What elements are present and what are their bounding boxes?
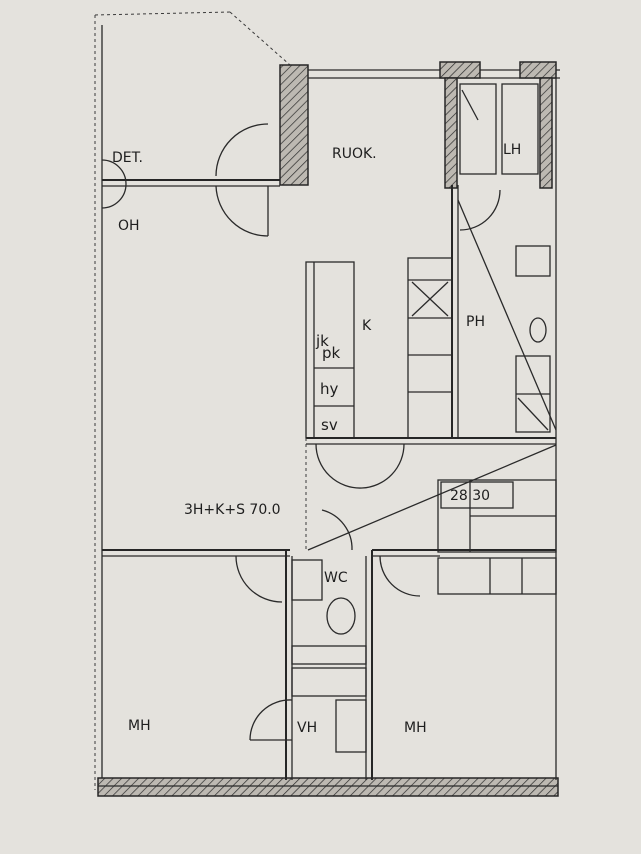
area-label-k: K — [362, 318, 372, 334]
stair-label: 28 30 — [450, 488, 490, 504]
area-label-det: DET. — [112, 150, 143, 166]
area-label-mh-right: MH — [404, 720, 427, 736]
fixture-label-jk: jk — [315, 332, 329, 350]
fixture-label-sv: sv — [321, 416, 338, 434]
area-label-ruok: RUOK. — [332, 146, 377, 162]
area-label-oh: OH — [118, 218, 140, 234]
fixture-label-pk: pk — [322, 344, 341, 362]
area-label-ph: PH — [466, 314, 485, 330]
area-label-lh: LH — [503, 142, 521, 158]
interior-walls — [102, 83, 557, 780]
area-label-wc: WC — [324, 570, 348, 586]
fixture-label-hy: hy — [320, 380, 339, 398]
stair-label-box — [440, 481, 514, 509]
area-label-mh-left: MH — [128, 718, 151, 734]
area-label-vh: VH — [297, 720, 317, 736]
exterior-walls — [94, 11, 560, 797]
door-swings — [101, 123, 501, 741]
apartment-type-label: 3H+K+S 70.0 — [184, 502, 281, 518]
